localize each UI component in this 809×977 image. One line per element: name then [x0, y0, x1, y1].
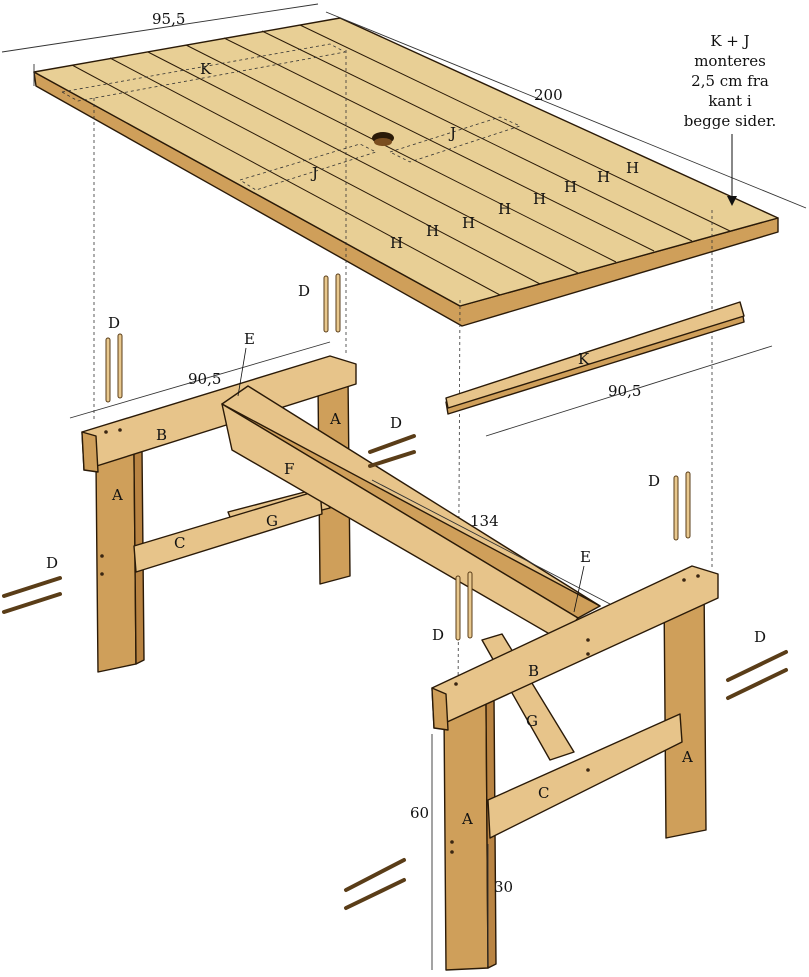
screw-holes — [100, 428, 700, 854]
label-h-5: H — [498, 200, 511, 218]
label-k-loose: K — [578, 350, 590, 368]
dowels — [2, 273, 788, 910]
note-line-3: 2,5 cm fra — [691, 72, 769, 90]
label-d-right-side: D — [754, 628, 766, 646]
dim-f-length: 134 — [470, 512, 499, 530]
note-line-2: monteres — [694, 52, 766, 70]
label-d-center: D — [432, 626, 444, 644]
note-line-5: begge sider. — [684, 112, 777, 130]
label-d-left-side: D — [46, 554, 58, 572]
dimline-top-width — [1, 3, 319, 53]
label-j-left: J — [310, 164, 318, 182]
batten-k-loose — [445, 301, 745, 415]
label-a-right-back: A — [681, 748, 693, 766]
label-h-4: H — [533, 190, 546, 208]
label-g-right: G — [526, 712, 538, 730]
note-line-1: K + J — [710, 32, 749, 50]
label-f: F — [284, 460, 294, 478]
center-beam-f — [221, 385, 601, 641]
umbrella-hole-inner — [374, 138, 392, 146]
dimline-k — [485, 345, 773, 437]
table-top-surface — [33, 17, 779, 307]
label-h-8: H — [390, 234, 403, 252]
label-d-top-mid: D — [298, 282, 310, 300]
label-c-right: C — [538, 784, 549, 802]
label-h-1: H — [626, 159, 639, 177]
dimline-f — [371, 479, 611, 605]
left-leg-assembly — [81, 355, 357, 673]
batten-k-outline — [60, 43, 347, 102]
right-leg-assembly — [431, 565, 719, 971]
dim-b-length: 90,5 — [188, 370, 221, 388]
label-b-right: B — [528, 662, 539, 680]
label-d-mid: D — [390, 414, 402, 432]
construction-lines — [93, 50, 713, 701]
dim-k-length: 90,5 — [608, 382, 641, 400]
label-k-top: K — [200, 60, 212, 78]
label-h-6: H — [462, 214, 475, 232]
dimline-b — [69, 341, 331, 419]
label-d-right: D — [648, 472, 660, 490]
label-b-left: B — [156, 426, 167, 444]
plank-seams — [71, 24, 731, 296]
label-j-right: J — [448, 124, 456, 142]
label-h-7: H — [426, 222, 439, 240]
dim-c-height: 30 — [494, 878, 513, 896]
label-a-right-front: A — [461, 810, 473, 828]
label-a-left-front: A — [111, 486, 123, 504]
label-h-2: H — [597, 168, 610, 186]
label-d-top-left: D — [108, 314, 120, 332]
note: K + J monteres 2,5 cm fra kant i begge s… — [684, 32, 777, 206]
label-h-3: H — [564, 178, 577, 196]
note-line-4: kant i — [708, 92, 751, 110]
label-a-left-back: A — [329, 410, 341, 428]
label-e-right: E — [580, 548, 591, 566]
dimline-top-length — [325, 11, 807, 209]
dim-top-width: 95,5 — [152, 10, 185, 28]
dim-leg-height: 60 — [410, 804, 429, 822]
table-top — [33, 17, 779, 327]
batten-j-right-outline — [388, 116, 522, 163]
dim-top-length: 200 — [534, 86, 563, 104]
label-e-left: E — [244, 330, 255, 348]
leader-e-left — [237, 347, 247, 397]
leader-e-right — [573, 565, 585, 613]
label-c-left: C — [174, 534, 185, 552]
note-arrow-head — [727, 196, 737, 206]
label-g-left: G — [266, 512, 278, 530]
